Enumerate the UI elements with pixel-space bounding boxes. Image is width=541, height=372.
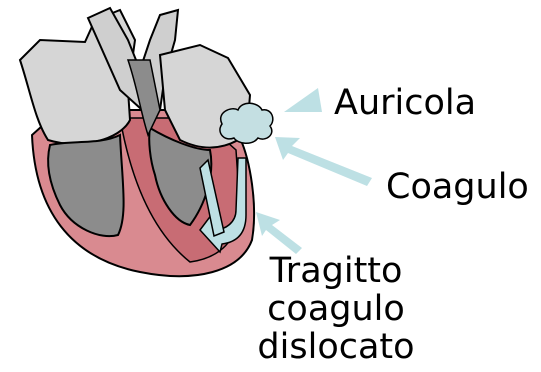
label-tragitto-line2: coagulo [246, 290, 426, 328]
label-tragitto-line1: Tragitto [246, 252, 426, 290]
label-coagulo: Coagulo [386, 168, 529, 206]
pointer-auricola-icon [284, 88, 322, 112]
clot [220, 103, 273, 143]
pointer-coagulo-icon [275, 137, 372, 186]
label-auricola: Auricola [334, 84, 476, 122]
label-tragitto-coagulo-dislocato: Tragitto coagulo dislocato [246, 252, 426, 366]
pointer-tragitto-icon [256, 212, 302, 254]
label-tragitto-line3: dislocato [246, 328, 426, 366]
